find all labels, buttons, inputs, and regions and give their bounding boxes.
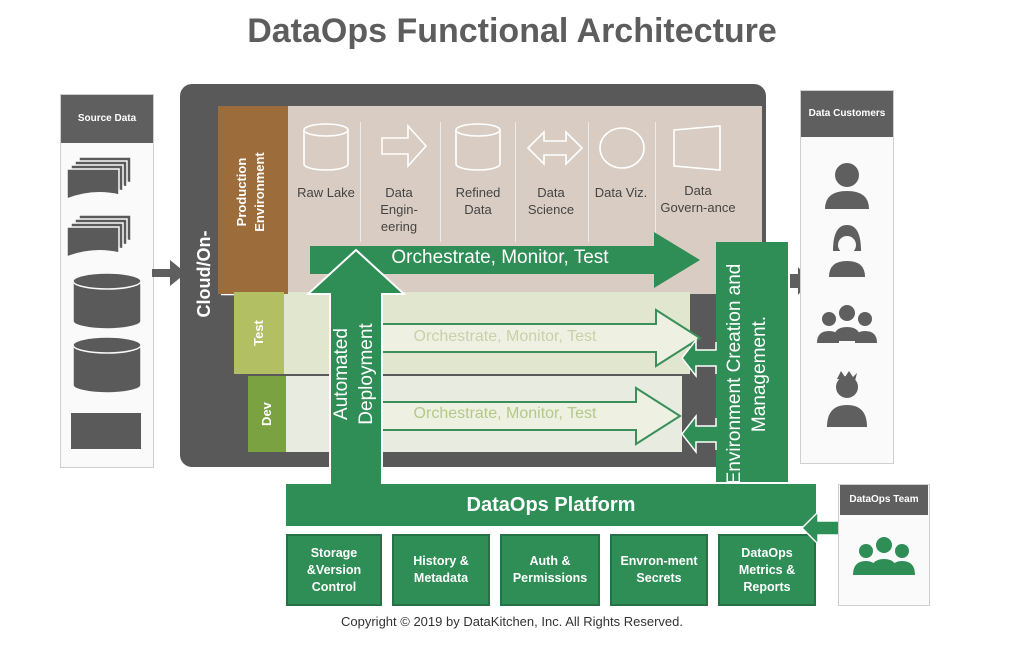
stage-divider	[440, 122, 441, 242]
source-data-panel: Source Data	[60, 94, 154, 468]
dev-orchestrate-arrow	[377, 386, 682, 446]
data-viz-circle-icon	[599, 127, 645, 169]
env-management-arrows	[681, 337, 717, 455]
document-stack-icon-2	[66, 214, 132, 259]
stage-label-data-viz: Data Viz.	[594, 185, 648, 200]
env-to-dev-arrow	[681, 413, 717, 455]
test-orchestrate-arrow	[377, 308, 702, 368]
cloud-on-prem-label: Cloud/On-Prem	[194, 230, 238, 318]
dataops-team-panel: DataOps Team	[838, 484, 930, 606]
stage-label-data-governance: Data Govern-ance	[660, 183, 736, 215]
production-environment-label: Production Environment	[234, 152, 267, 232]
data-governance-shape-icon	[673, 125, 721, 171]
source-to-cloud-arrow	[152, 260, 186, 286]
woman-icon	[829, 225, 865, 277]
database-icon	[72, 272, 142, 330]
source-data-icons	[66, 156, 142, 449]
man-icon	[827, 371, 867, 427]
data-engineering-arrow-icon	[381, 123, 428, 169]
stage-label-data-science: Data Science	[527, 185, 575, 217]
env-to-test-arrow	[681, 337, 717, 379]
dev-environment-label-box: Dev	[248, 376, 286, 452]
copyright-notice: Copyright © 2019 by DataKitchen, Inc. Al…	[341, 614, 683, 629]
platform-module-secrets: Envron-ment Secrets	[610, 534, 708, 606]
dev-orchestrate-label: Orchestrate, Monitor, Test	[413, 405, 597, 422]
refined-data-icon	[455, 123, 501, 171]
dev-environment-label: Dev	[259, 402, 274, 426]
data-customers-panel: Data Customers	[800, 90, 894, 464]
production-orchestrate-label: Orchestrate, Monitor, Test	[391, 247, 609, 268]
stage-icons	[303, 123, 721, 171]
platform-module-storage: Storage &Version Control	[286, 534, 382, 606]
test-environment-label: Test	[251, 320, 266, 346]
stage-label-raw-lake: Raw Lake	[297, 185, 355, 200]
stage-label-refined-data: Refined Data	[455, 185, 501, 217]
stage-divider	[655, 122, 656, 242]
dataops-platform-label: DataOps Platform	[466, 494, 636, 516]
stage-label-data-engineering: Data Engin-eering	[380, 185, 418, 234]
source-data-header: Source Data	[61, 95, 153, 143]
stage-divider	[515, 122, 516, 242]
production-orchestrate-arrow	[310, 232, 700, 288]
test-environment-label-box: Test	[234, 292, 284, 374]
platform-module-history: History & Metadata	[392, 534, 490, 606]
group-icon	[817, 305, 877, 343]
platform-module-auth: Auth & Permissions	[500, 534, 600, 606]
page-title: DataOps Functional Architecture	[247, 12, 777, 50]
production-environment-label-box: Production Environment	[218, 106, 288, 294]
platform-module-metrics: DataOps Metrics & Reports	[718, 534, 816, 606]
stage-divider	[588, 122, 589, 242]
test-orchestrate-label: Orchestrate, Monitor, Test	[413, 328, 597, 345]
automated-deployment-label: Automated Deployment	[331, 323, 377, 425]
data-customers-header: Data Customers	[801, 91, 893, 137]
database-icon-2	[72, 336, 142, 394]
environment-management-column	[716, 242, 788, 482]
person-icon	[825, 163, 869, 209]
dataops-platform-bar	[286, 484, 816, 526]
team-group-icon	[853, 537, 915, 575]
customer-icons	[817, 163, 877, 427]
raw-lake-icon	[303, 123, 349, 171]
dataops-team-header: DataOps Team	[840, 485, 928, 515]
document-stack-icon	[66, 156, 132, 201]
table-block-icon	[71, 413, 141, 449]
stage-divider	[360, 122, 361, 242]
environment-management-label: Environment Creation and Management.	[724, 263, 770, 485]
data-science-double-arrow-icon	[526, 130, 584, 166]
